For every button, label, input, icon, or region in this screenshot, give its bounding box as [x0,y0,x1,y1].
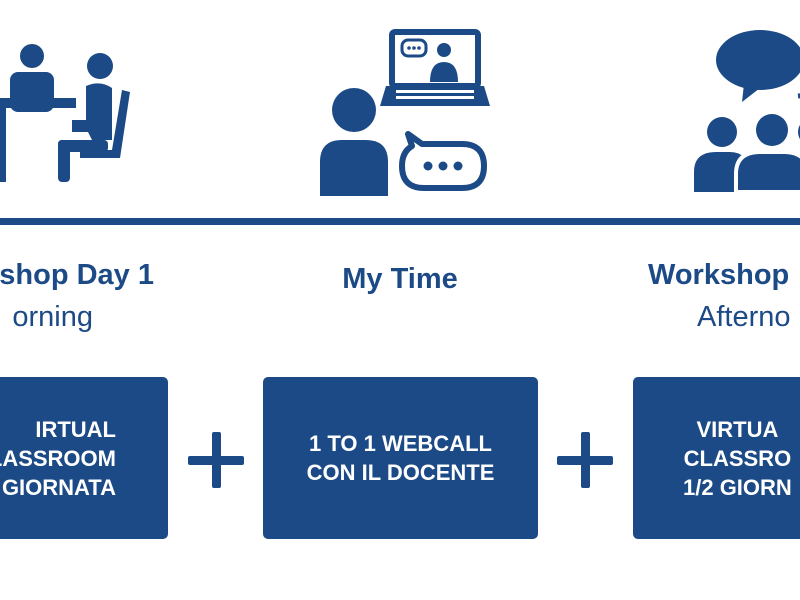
column-title-right: Workshop [648,259,790,291]
plus-icon [557,432,613,488]
webcall-laptop-chat-icon [312,26,492,202]
timeline-divider [0,218,800,225]
activity-box-right: VIRTUA CLASSRO 1/2 GIORN [633,377,800,539]
column-title-left: shop Day 1 [0,259,154,291]
activity-box-right-label: VIRTUA CLASSRO 1/2 GIORN [683,416,792,500]
column-title-middle: My Time [342,263,458,295]
activity-box-middle-label: 1 TO 1 WEBCALL CON IL DOCENTE [306,431,495,485]
column-subtitle-right: Afterno [697,301,791,333]
column-subtitle-left: orning [12,301,93,333]
group-discussion-icon [686,26,800,202]
plus-icon [188,432,244,488]
activity-box-middle: 1 TO 1 WEBCALL CON IL DOCENTE [263,377,538,539]
meeting-at-table-icon [0,36,140,196]
activity-box-left-label: IRTUAL LASSROOM GIORNATA [0,416,116,500]
activity-box-left: IRTUAL LASSROOM GIORNATA [0,377,168,539]
